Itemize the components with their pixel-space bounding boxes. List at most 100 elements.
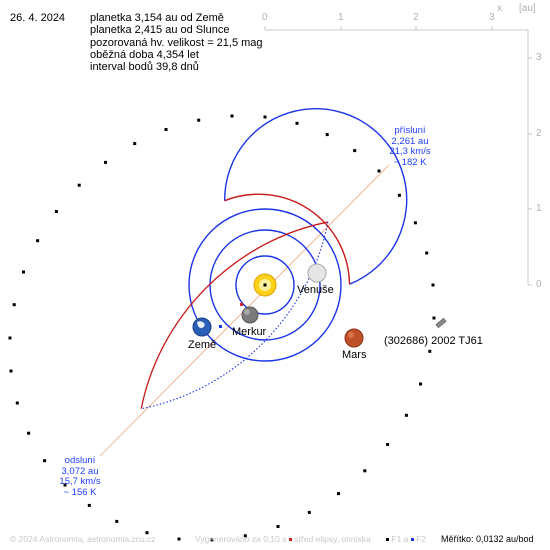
ellipse-center-marker [240,303,243,306]
mars-icon [344,328,364,348]
orbit-point-marker [197,118,201,122]
orbit-point-marker [133,142,137,146]
mercury-shade [244,309,250,315]
aphelion-title: odsluní [64,455,96,466]
asteroid-orbit-points [8,114,436,542]
orbit-point-marker [104,160,107,164]
date-label: 26. 4. 2024 [10,12,66,24]
orbit-point-marker [353,149,357,153]
right-tick-3: 3 [536,52,542,63]
orbit-point-marker [27,431,31,435]
perihelion-label: přísluní 2,261 au 21,3 km/s ~ 182 K [382,125,438,168]
orbit-point-marker [276,525,280,528]
top-tick-0: 0 [262,12,268,23]
orbit-point-marker [43,459,47,463]
focus-f1-marker [263,283,267,287]
orbit-point-marker [295,121,299,125]
right-tick-2: 2 [536,128,542,139]
orbit-point-marker [413,221,417,225]
info-magnitude: pozorovaná hv. velikost = 21,5 mag [90,36,263,49]
orbit-point-marker [243,534,247,538]
legend-foci: F1 a F2 [386,534,426,544]
orbit-point-marker [177,537,181,541]
scale-text: Měřítko: 0,0132 au/bod [441,534,534,544]
orbit-point-marker [432,316,436,320]
orbit-point-marker [12,303,16,307]
orbit-point-marker [431,283,435,287]
info-point-interval: interval bodů 39,8 dnů [90,61,199,74]
orbit-point-marker [404,413,408,417]
unit-label: [au] [519,3,536,14]
asteroid-label: (302686) 2002 TJ61 [384,335,483,347]
orbit-point-marker [22,270,25,274]
generated-text: Vygenerováno za 0,10 s [195,534,287,544]
orbit-point-marker [87,503,91,507]
orbit-point-marker [77,183,81,187]
aphelion-distance: 3,072 au [61,465,99,477]
orbit-point-marker [15,401,19,405]
axis-ticks [264,26,532,286]
earth-clouds [197,321,205,329]
mars-highlight [348,332,354,338]
legend-center-text: střed elipsy, ohniska [294,534,371,544]
earth-orbit [188,208,342,362]
aphelion-label: odsluní 3,072 au 15,7 km/s ~ 156 K [52,455,108,498]
orbit-point-marker [377,169,381,173]
asteroid-orbit-blue [141,221,329,410]
orbit-point-marker [63,483,67,487]
orbit-point-marker [145,531,149,535]
info-sun-distance: planetka 2,415 au od Slunce [90,24,230,37]
legend-center-swatch [289,538,292,542]
top-tick-3: 3 [489,12,495,23]
venus-orbit [209,229,321,341]
orbit-point-marker [419,382,422,386]
asteroid-orbit [140,221,329,410]
perihelion-distance: 2,261 au [391,135,429,147]
asteroid-info: planetka 3,154 au od Země planetka 2,415… [90,12,263,73]
orbit-point-marker [425,251,429,255]
orbit-point-marker [337,492,340,496]
orbit-point-marker [9,369,13,373]
perihelion-speed: 21,3 km/s [389,146,431,157]
info-earth-distance: planetka 3,154 au od Země [90,12,224,24]
legend-f1-text: F1 a [391,534,409,544]
orbit-point-marker [363,469,367,473]
earth-label: Země [188,339,217,351]
mercury-icon [241,306,259,324]
orbit-point-marker [8,336,12,340]
legend-f1-swatch [386,538,389,542]
mars-orbit-blue [223,108,408,285]
right-tick-1: 1 [536,203,542,214]
perihelion-title: přísluní [394,125,426,136]
orbit-point-marker [325,133,329,137]
mars-orbit-red [224,193,351,285]
focus-f2-marker [219,325,222,328]
orbit-point-marker [54,210,58,213]
orbit-point-marker [164,128,168,131]
orbit-point-marker [210,538,214,542]
legend-f2-swatch [410,538,414,542]
mercury-label: Merkur [232,326,267,338]
mars-label: Mars [342,349,367,361]
legend-f2-text: F2 [416,534,427,544]
orbit-point-marker [386,443,390,446]
orbit-point-marker [428,349,432,353]
asteroid-orbit-red [140,221,329,409]
aphelion-speed: 15,7 km/s [59,476,101,487]
info-period: oběžná doba 4,354 let [90,48,199,61]
right-tick-0: 0 [536,279,542,290]
mercury-orbit [235,255,295,315]
orbit-point-marker [230,114,234,118]
top-tick-2: 2 [413,12,419,23]
perihelion-temp: ~ 182 K [393,156,427,168]
venus-label: Venuše [297,284,334,296]
aphelion-temp: ~ 156 K [63,486,97,498]
orbit-point-marker [397,193,401,197]
legend-center: střed elipsy, ohniska [289,534,371,544]
top-tick-1: 1 [338,12,344,23]
orbit-point-marker [115,519,119,523]
orbit-point-marker [36,239,40,243]
venus-icon [307,263,327,283]
asteroid-icon [435,317,447,329]
